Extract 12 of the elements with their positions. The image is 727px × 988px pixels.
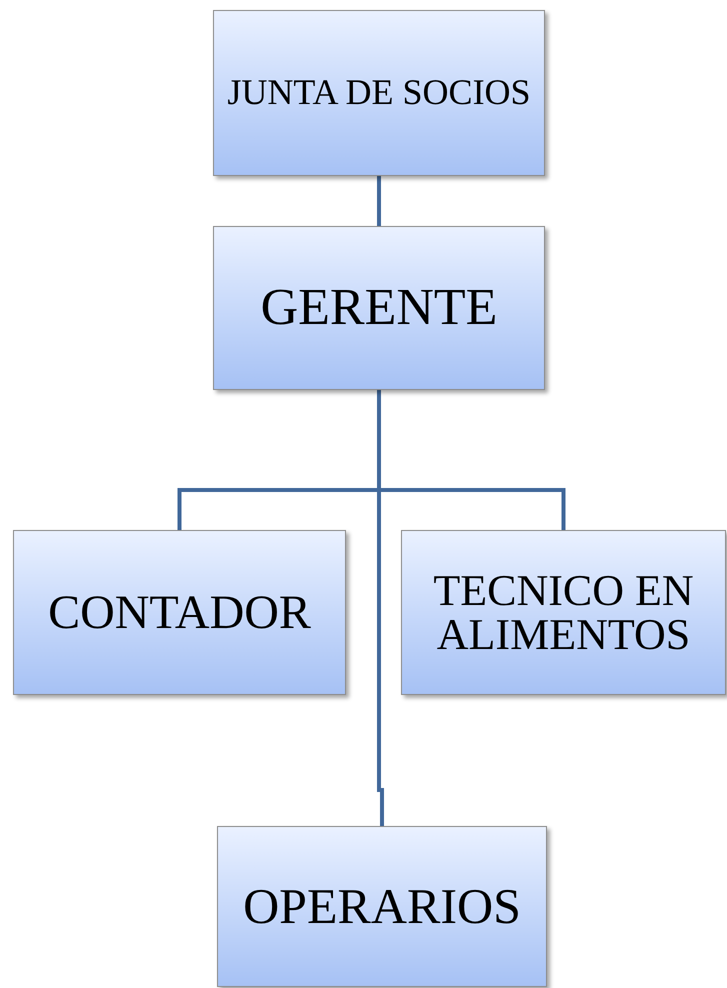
org-box (217, 826, 547, 987)
box-label: TECNICO EN ALIMENTOS (432, 568, 695, 656)
org-box (13, 530, 346, 695)
connector-line (377, 390, 384, 826)
box-label: OPERARIOS (243, 877, 521, 936)
box-label: GERENTE (260, 278, 498, 338)
connector-line (377, 176, 381, 226)
org-box (401, 530, 726, 695)
org-box (213, 10, 545, 176)
box-label: CONTADOR (48, 584, 311, 640)
org-box (213, 226, 545, 390)
box-label: JUNTA DE SOCIOS (227, 74, 531, 112)
